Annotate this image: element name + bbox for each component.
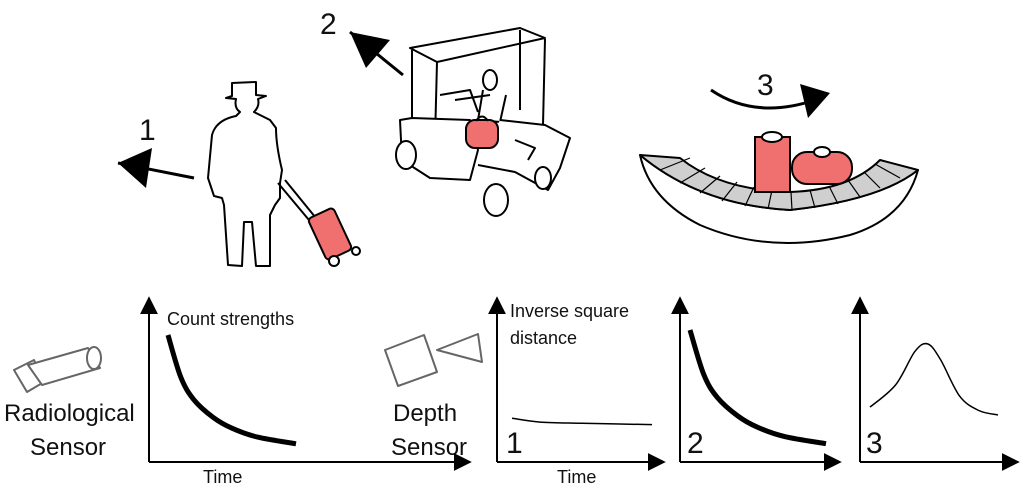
- rotation-arrow-3: [710, 88, 816, 110]
- carousel: [639, 154, 919, 244]
- arrow-head-1: [118, 148, 152, 188]
- person-silhouette: [207, 81, 283, 267]
- depth-plot-3-number: 3: [866, 427, 883, 460]
- arrow-head-3: [800, 84, 830, 118]
- depth-plot-1-curve: [511, 417, 653, 426]
- depth-plot-1-number: 1: [506, 427, 523, 460]
- depth-plot-2: 2: [671, 296, 842, 471]
- depth-plot-2-number: 2: [687, 427, 704, 460]
- scenario-number-3: 3: [757, 69, 774, 102]
- scenario-2: 2: [320, 8, 571, 217]
- carousel-suitcase-upright: [754, 136, 791, 193]
- depth-sensor-label-line1: Depth: [393, 400, 457, 427]
- depth-plot-y-label-line1: Inverse square: [510, 301, 629, 321]
- depth-plot-3-curve: [869, 342, 999, 416]
- scenario-number-2: 2: [320, 8, 337, 41]
- scenario-1: 1: [117, 81, 361, 267]
- count-plot-y-label: Count strengths: [167, 309, 294, 329]
- radiological-sensor-label-line1: Radiological: [4, 400, 135, 427]
- radiological-sensor-label-line2: Sensor: [30, 434, 106, 461]
- depth-plot-2-curve: [687, 329, 827, 447]
- scenario-3: 3: [639, 69, 919, 244]
- depth-plot-3: 3: [851, 296, 1020, 471]
- scenario-number-1: 1: [139, 114, 156, 147]
- count-plot-curve: [165, 334, 297, 447]
- cart-bag: [465, 119, 499, 149]
- depth-plot-1: Inverse square distance 1 Time: [488, 296, 666, 487]
- rolling-suitcase: [277, 179, 361, 267]
- arrow-head-2: [350, 32, 390, 68]
- radiological-sensor-icon: [13, 346, 102, 393]
- depth-camera-icon: [384, 333, 483, 387]
- luggage-cart: [395, 27, 571, 217]
- count-plot-x-label: Time: [203, 467, 242, 487]
- depth-plot-x-label: Time: [557, 467, 596, 487]
- depth-plot-y-label-line2: distance: [510, 328, 577, 348]
- count-plot: Count strengths Time: [140, 296, 472, 487]
- depth-sensor-label-line2: Sensor: [391, 434, 467, 461]
